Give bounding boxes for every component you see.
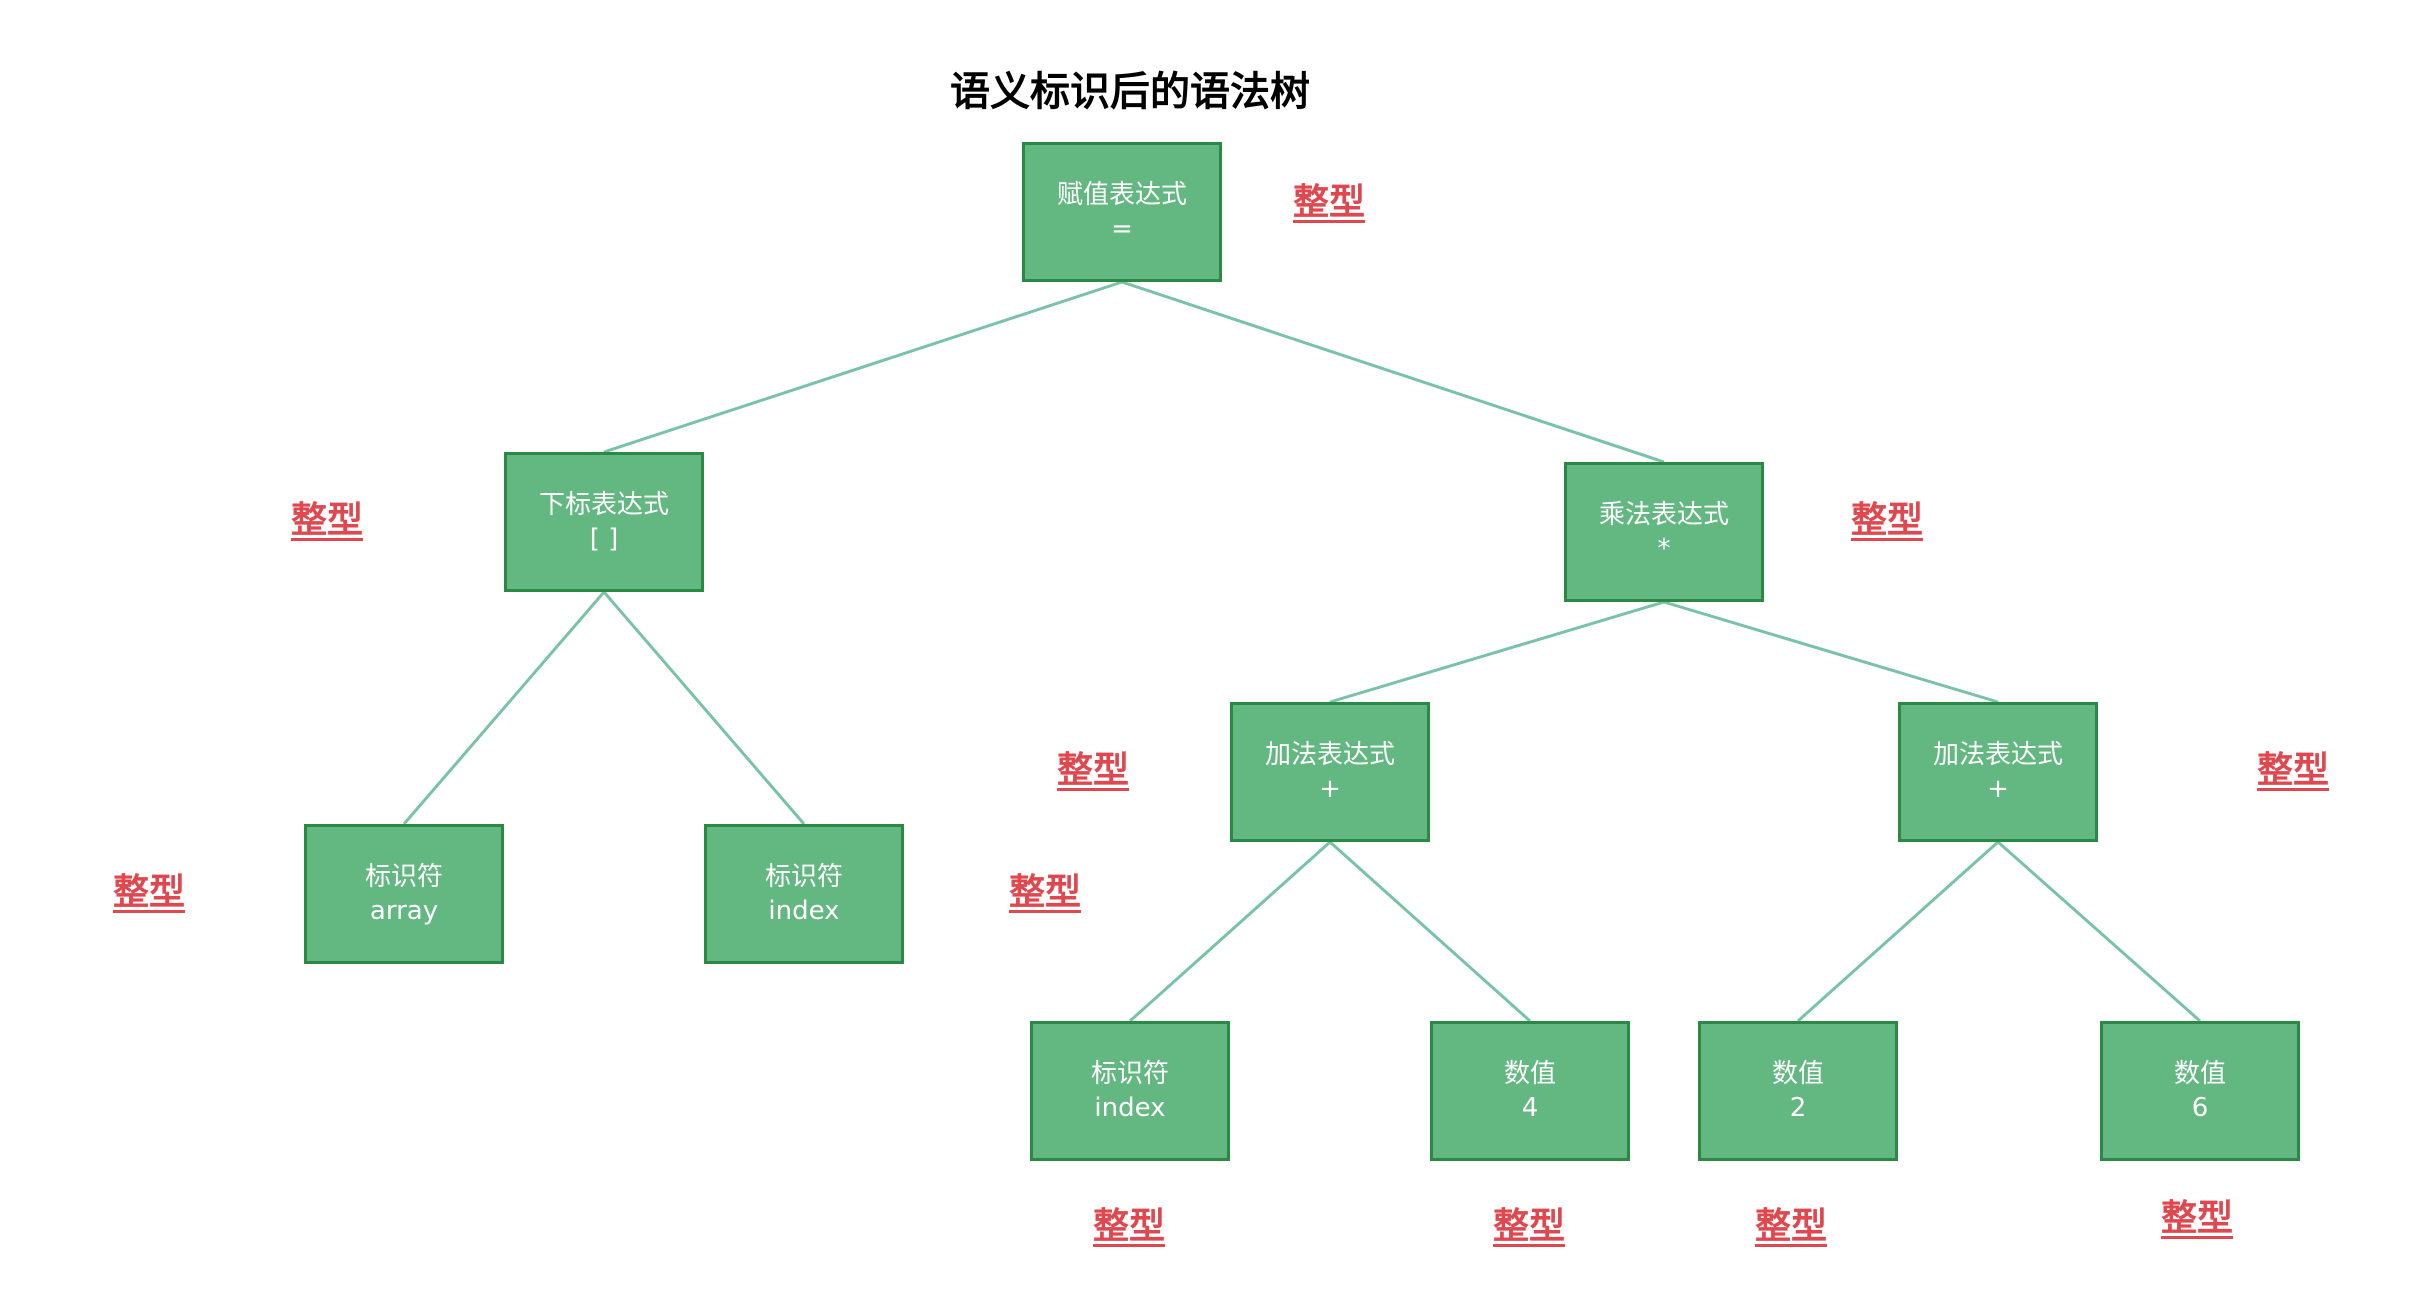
node-label: 赋值表达式 <box>1056 180 1187 210</box>
type-tag-multiply: 整型 <box>1850 500 1923 541</box>
node-symbol: index <box>1094 1093 1166 1123</box>
node-label: 标识符 <box>1090 1059 1169 1089</box>
type-tag-array: 整型 <box>112 872 185 913</box>
node-number-6: 数值 6 <box>2100 1021 2300 1161</box>
node-label: 数值 <box>1503 1059 1556 1089</box>
node-identifier-index-2: 标识符 index <box>1030 1021 1230 1161</box>
edge-subscript-index <box>602 591 806 825</box>
type-tag-add-left: 整型 <box>1056 750 1129 791</box>
edge-add-right-2 <box>1796 840 2000 1023</box>
type-tag-number-2: 整型 <box>1754 1206 1827 1247</box>
node-symbol: = <box>1111 214 1133 244</box>
node-label: 数值 <box>2173 1059 2226 1089</box>
node-assign-expression: 赋值表达式 = <box>1022 142 1222 282</box>
node-symbol: + <box>1319 774 1341 804</box>
node-label: 下标表达式 <box>538 490 669 520</box>
node-identifier-array: 标识符 array <box>304 824 504 964</box>
node-subscript-expression: 下标表达式 [ ] <box>504 452 704 592</box>
type-tag-add-right: 整型 <box>2256 750 2329 791</box>
edge-add-right-6 <box>1997 840 2201 1023</box>
node-symbol: 2 <box>1789 1093 1807 1123</box>
node-label: 数值 <box>1771 1059 1824 1089</box>
node-number-4: 数值 4 <box>1430 1021 1630 1161</box>
node-symbol: 4 <box>1521 1093 1539 1123</box>
node-symbol: [ ] <box>589 524 619 554</box>
node-label: 加法表达式 <box>1264 740 1395 770</box>
diagram-title: 语义标识后的语法树 <box>950 69 1310 115</box>
node-symbol: array <box>369 896 439 926</box>
type-tag-subscript: 整型 <box>290 500 363 541</box>
node-identifier-index: 标识符 index <box>704 824 904 964</box>
edge-multiply-add-left <box>1329 600 1665 704</box>
type-tag-index-2: 整型 <box>1092 1206 1165 1247</box>
node-symbol: index <box>768 896 840 926</box>
node-label: 乘法表达式 <box>1598 500 1729 530</box>
type-tag-number-4: 整型 <box>1492 1206 1565 1247</box>
edge-subscript-array <box>402 591 606 825</box>
node-add-expression-right: 加法表达式 + <box>1898 702 2098 842</box>
edge-assign-subscript <box>603 280 1123 454</box>
edge-multiply-add-right <box>1663 600 1999 704</box>
node-label: 标识符 <box>364 862 443 892</box>
node-symbol: + <box>1987 774 2009 804</box>
node-label: 加法表达式 <box>1932 740 2063 770</box>
edge-add-left-4 <box>1328 840 1532 1023</box>
node-symbol: * <box>1657 534 1671 564</box>
type-tag-index: 整型 <box>1008 872 1081 913</box>
edge-assign-multiply <box>1121 280 1665 464</box>
node-label: 标识符 <box>764 862 843 892</box>
node-symbol: 6 <box>2191 1093 2209 1123</box>
node-number-2: 数值 2 <box>1698 1021 1898 1161</box>
type-tag-number-6: 整型 <box>2160 1198 2233 1239</box>
edge-add-left-index <box>1128 840 1332 1023</box>
node-multiply-expression: 乘法表达式 * <box>1564 462 1764 602</box>
type-tag-assign: 整型 <box>1292 182 1365 223</box>
node-add-expression-left: 加法表达式 + <box>1230 702 1430 842</box>
